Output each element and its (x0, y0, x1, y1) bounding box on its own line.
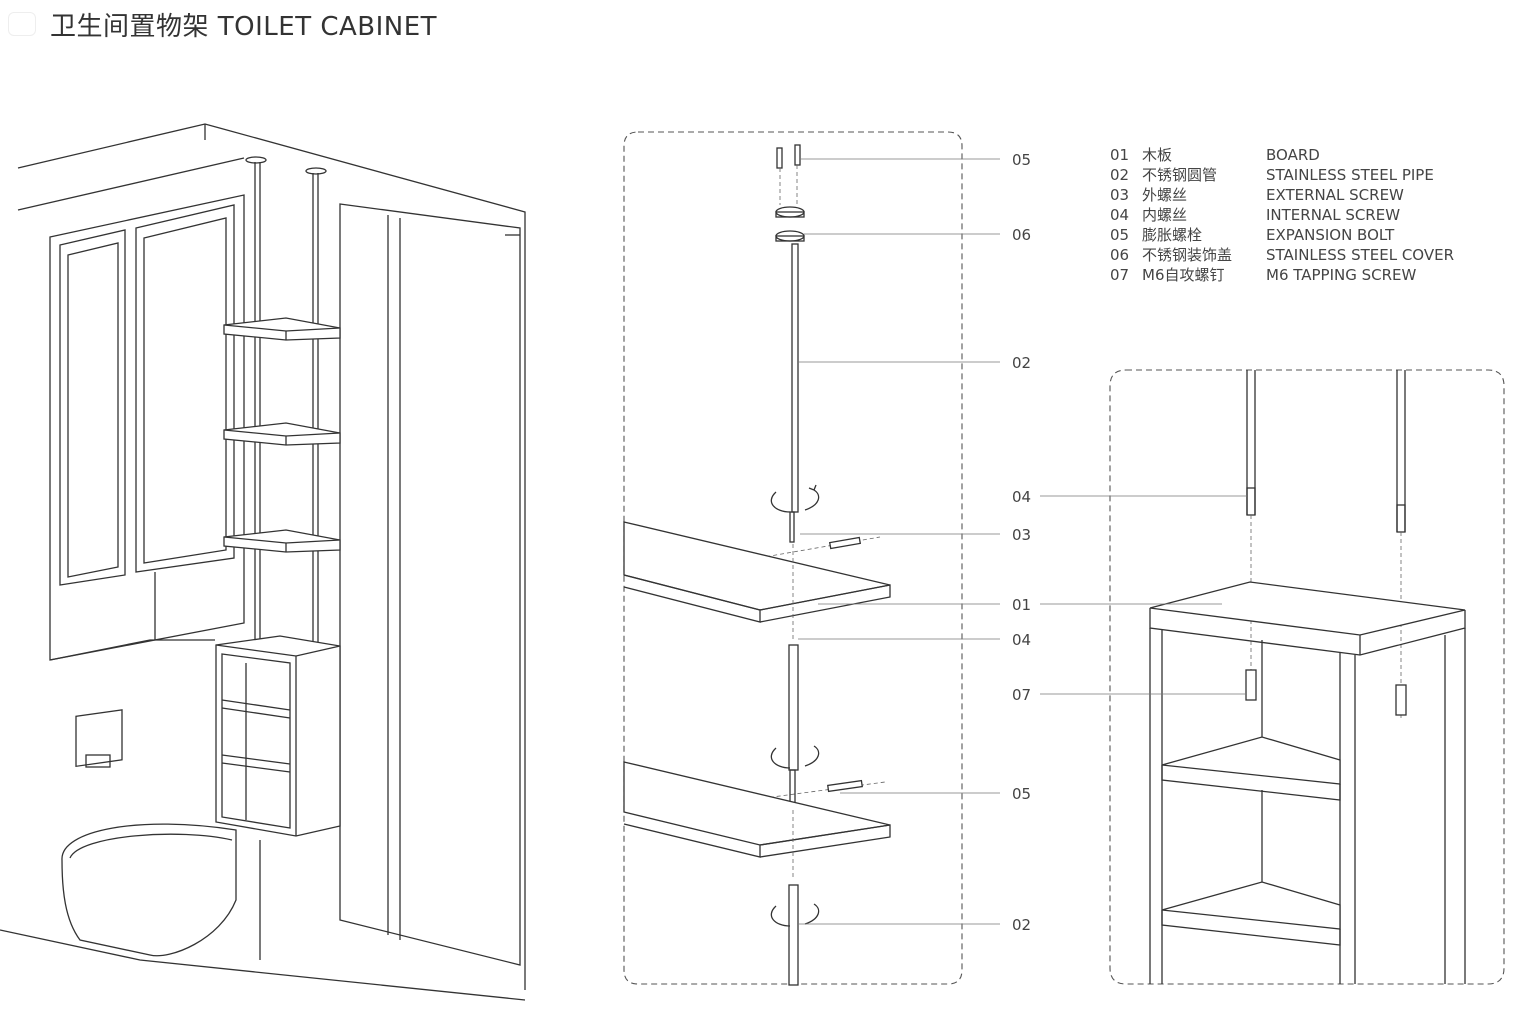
detail-view (1109, 369, 1505, 985)
page-title: 卫生间置物架 TOILET CABINET (50, 12, 438, 42)
leader-lines (798, 158, 1247, 925)
callout-01-board: 01 (1012, 596, 1031, 614)
callout-07-tapping-screw: 07 (1012, 686, 1031, 704)
callout-02-pipe-lower: 02 (1012, 916, 1031, 934)
callout-05-bolt: 05 (1012, 151, 1031, 169)
callout-05-bolt-lower: 05 (1012, 785, 1031, 803)
callout-04-internal-screw-lower: 04 (1012, 631, 1031, 649)
callout-04-internal-screw: 04 (1012, 488, 1031, 506)
bathroom-scene (0, 123, 526, 1001)
logo-mark (8, 12, 36, 36)
callout-06-cover: 06 (1012, 226, 1031, 244)
callout-02-pipe: 02 (1012, 354, 1031, 372)
callout-03-external-screw: 03 (1012, 526, 1031, 544)
exploded-view (623, 131, 963, 986)
